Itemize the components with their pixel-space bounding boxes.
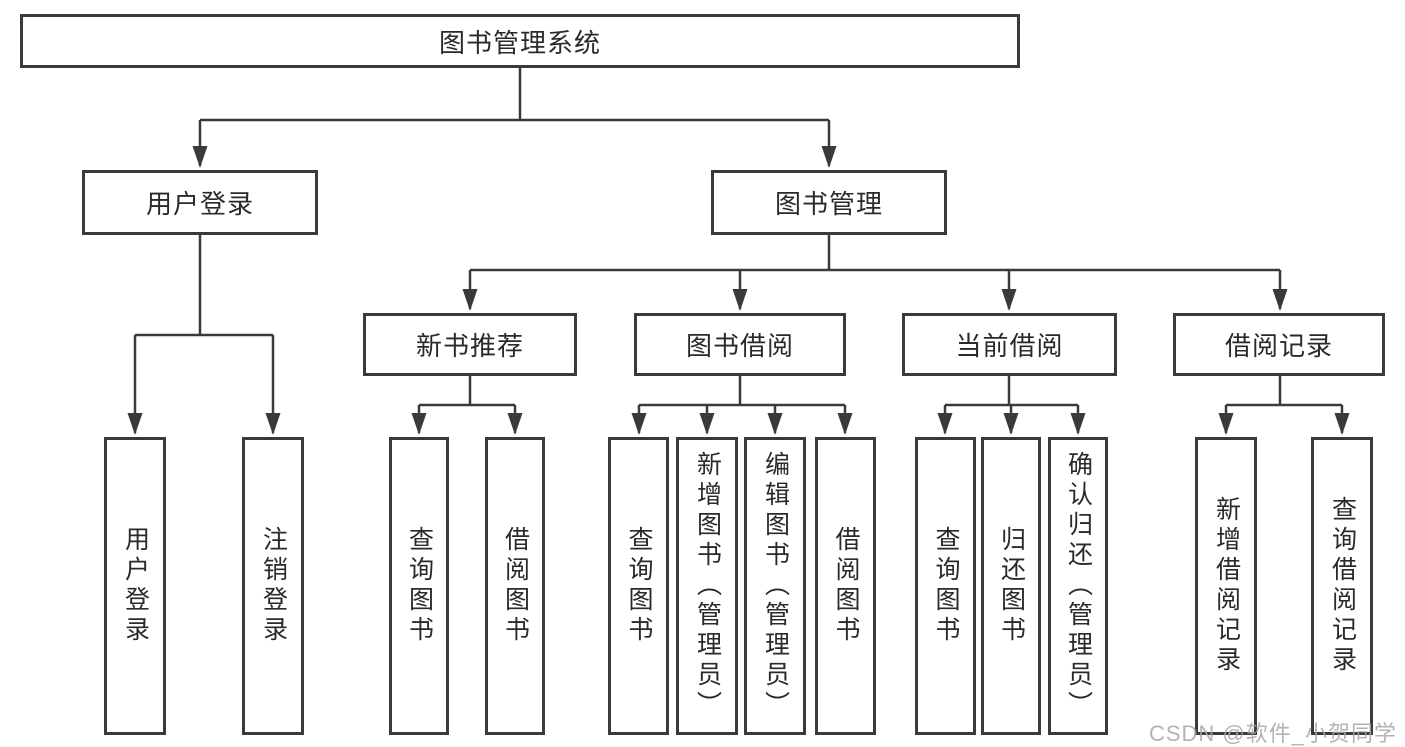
node-label: 用户登录 [145,189,254,219]
leaf-label: 确认归还（管理员） [1064,451,1093,721]
leaf-label: 用户登录 [121,526,150,646]
leaf-label: 借阅图书 [832,526,860,646]
leaf-edit-books-admin: 编辑图书（管理员） [744,437,806,735]
leaf-borrow-books: 借阅图书 [815,437,876,735]
node-library-management-system: 图书管理系统 [20,14,1020,68]
leaf-label: 查询借阅记录 [1328,496,1357,676]
leaf-label: 新增图书（管理员） [693,451,722,721]
node-borrowing-records: 借阅记录 [1173,313,1385,376]
leaf-label: 查询图书 [932,526,960,646]
leaf-query-books-recommend: 查询图书 [389,437,449,735]
leaf-return-books: 归还图书 [981,437,1041,735]
node-label: 当前借阅 [955,331,1064,361]
leaf-logout: 注销登录 [242,437,304,735]
leaf-query-books-borrow: 查询图书 [608,437,669,735]
leaf-label: 新增借阅记录 [1212,496,1241,676]
leaf-label: 查询图书 [405,526,434,646]
node-user-login: 用户登录 [82,170,318,235]
leaf-borrow-books-recommend: 借阅图书 [485,437,545,735]
watermark-text: CSDN @软件_小贺同学 [1148,721,1397,746]
node-current-borrowing: 当前借阅 [902,313,1117,376]
leaf-query-books-current: 查询图书 [915,437,976,735]
leaf-user-login: 用户登录 [104,437,166,735]
leaf-query-borrow-record: 查询借阅记录 [1311,437,1373,735]
leaf-label: 借阅图书 [501,526,530,646]
leaf-confirm-return-admin: 确认归还（管理员） [1048,437,1108,735]
node-label: 借阅记录 [1224,331,1333,361]
leaf-label: 注销登录 [259,526,288,646]
node-label: 新书推荐 [415,331,524,361]
leaf-label: 编辑图书（管理员） [761,451,790,721]
node-book-management: 图书管理 [711,170,947,235]
node-label: 图书管理 [774,189,883,219]
node-new-book-recommendation: 新书推荐 [363,313,577,376]
leaf-add-books-admin: 新增图书（管理员） [676,437,738,735]
node-book-borrowing: 图书借阅 [634,313,846,376]
node-label: 图书管理系统 [438,27,601,58]
leaf-label: 归还图书 [997,526,1026,646]
leaf-label: 查询图书 [625,526,653,646]
leaf-add-borrow-record: 新增借阅记录 [1195,437,1257,735]
node-label: 图书借阅 [685,331,794,361]
